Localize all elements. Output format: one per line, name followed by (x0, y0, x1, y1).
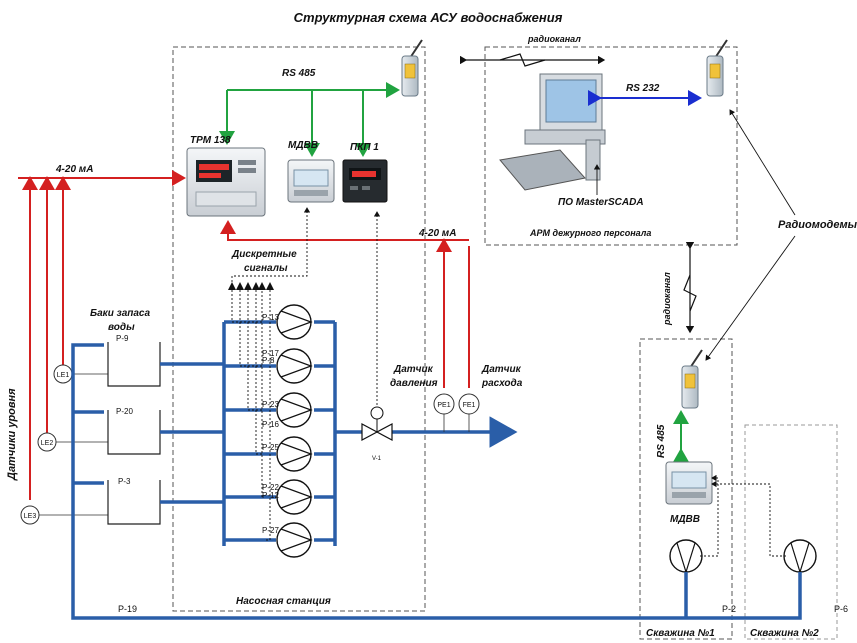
tanks-label-2: воды (108, 322, 135, 333)
pkp1-device (342, 159, 388, 203)
discrete-label-2: сигналы (244, 263, 288, 274)
pump-1-tag: P-13 (262, 313, 279, 322)
operator-computer (499, 73, 606, 191)
main-pipe-tag: P-19 (118, 604, 137, 614)
pkp1-label: ПКП 1 (350, 142, 379, 153)
pump-6-tag: P-27 (262, 526, 279, 535)
radio-zigzag-top (499, 53, 546, 67)
operator-station-label: АРМ дежурного персонала (529, 228, 651, 238)
well-pump-1 (669, 539, 703, 575)
well1-discrete-line (700, 474, 719, 557)
tank-3 (107, 480, 161, 525)
flow-label-2: расхода (481, 378, 523, 389)
well1-label: Скважина №1 (646, 628, 715, 639)
tanks-label-1: Баки запаса (90, 308, 150, 319)
trm138-device (186, 147, 266, 217)
pump-2-tag-a: P-17 (262, 349, 279, 358)
well-pipe-1-tag: P-2 (722, 604, 736, 614)
tank-3-tag: P-3 (118, 477, 131, 486)
radio-zigzag-side (683, 274, 697, 312)
pressure-label-1: Датчик (393, 364, 434, 375)
pump-3-tag: P-23 (262, 400, 279, 409)
operator-station-frame (484, 46, 738, 246)
pump-3-tag-b: P-16 (262, 420, 279, 429)
radio-channel-side-label: радиоканал (662, 272, 672, 326)
flow-label-1: Датчик (481, 364, 522, 375)
discrete-arrowheads (228, 282, 274, 290)
tank-2 (107, 410, 161, 455)
sensor-le1-label: LE1 (57, 372, 70, 379)
software-label: ПО MasterSCADA (558, 197, 644, 208)
discrete-label-1: Дискретные (231, 249, 297, 260)
mdvv-label: МДВВ (288, 140, 318, 151)
radiomodem-station (401, 39, 423, 97)
well2-label: Скважина №2 (750, 628, 819, 639)
pump-6 (276, 522, 313, 558)
pump-2-tag-b: P-8 (262, 356, 275, 365)
tank-1-tag: P-9 (116, 334, 129, 343)
radiomodem-pointer-upper (729, 109, 796, 216)
pump-5-tag-b: P-12 (262, 491, 279, 500)
discrete-lines (231, 286, 271, 541)
well2-frame (744, 424, 838, 640)
well2-discrete-line (711, 480, 786, 557)
analog-right-label: 4-20 мА (418, 228, 456, 239)
analog-left-label: 4-20 мА (55, 164, 93, 175)
pump-1 (276, 304, 313, 340)
radiomodem-well (681, 349, 703, 409)
pressure-label-2: давления (390, 378, 438, 389)
control-valve (361, 406, 393, 441)
pump-4-tag: P-25 (262, 443, 279, 452)
tank-1 (107, 342, 161, 387)
mdvv-well-device (665, 461, 713, 505)
radiomodem-pointer-lower (705, 235, 796, 361)
rs232-label: RS 232 (626, 83, 660, 94)
pump-5-tag-a: P-22 (262, 483, 279, 492)
pump-4 (276, 436, 313, 472)
pump-3 (276, 392, 313, 428)
diagram-title: Структурная схема АСУ водоснабжения (294, 10, 563, 25)
radiomodems-label: Радиомодемы (778, 219, 857, 231)
radio-channel-top-label: радиоканал (527, 34, 581, 44)
pump-station-label: Насосная станция (236, 596, 331, 607)
sensor-fe1-label: FE1 (463, 402, 476, 409)
trm138-label: ТРМ 138 (190, 135, 231, 146)
valve-tag: V-1 (372, 456, 382, 462)
sensor-le3-label: LE3 (24, 513, 37, 520)
mdvv-device (287, 159, 335, 203)
radiomodem-operator (706, 39, 728, 97)
well1-frame (639, 338, 733, 640)
pump-2 (276, 348, 313, 384)
tank-2-tag: P-20 (116, 407, 133, 416)
rs485-label: RS 485 (282, 68, 316, 79)
well-pipe-2-tag: P-6 (834, 604, 848, 614)
analog-right-bus (220, 220, 445, 388)
mdvv-well-label: МДВВ (670, 514, 700, 525)
sensor-pe1-label: PE1 (437, 402, 450, 409)
rs485-well-label: RS 485 (656, 424, 667, 458)
sensor-le2-label: LE2 (41, 440, 54, 447)
well-pump-2 (783, 539, 817, 575)
pump-5 (276, 479, 313, 515)
level-sensors-label: Датчики уровня (6, 388, 18, 481)
